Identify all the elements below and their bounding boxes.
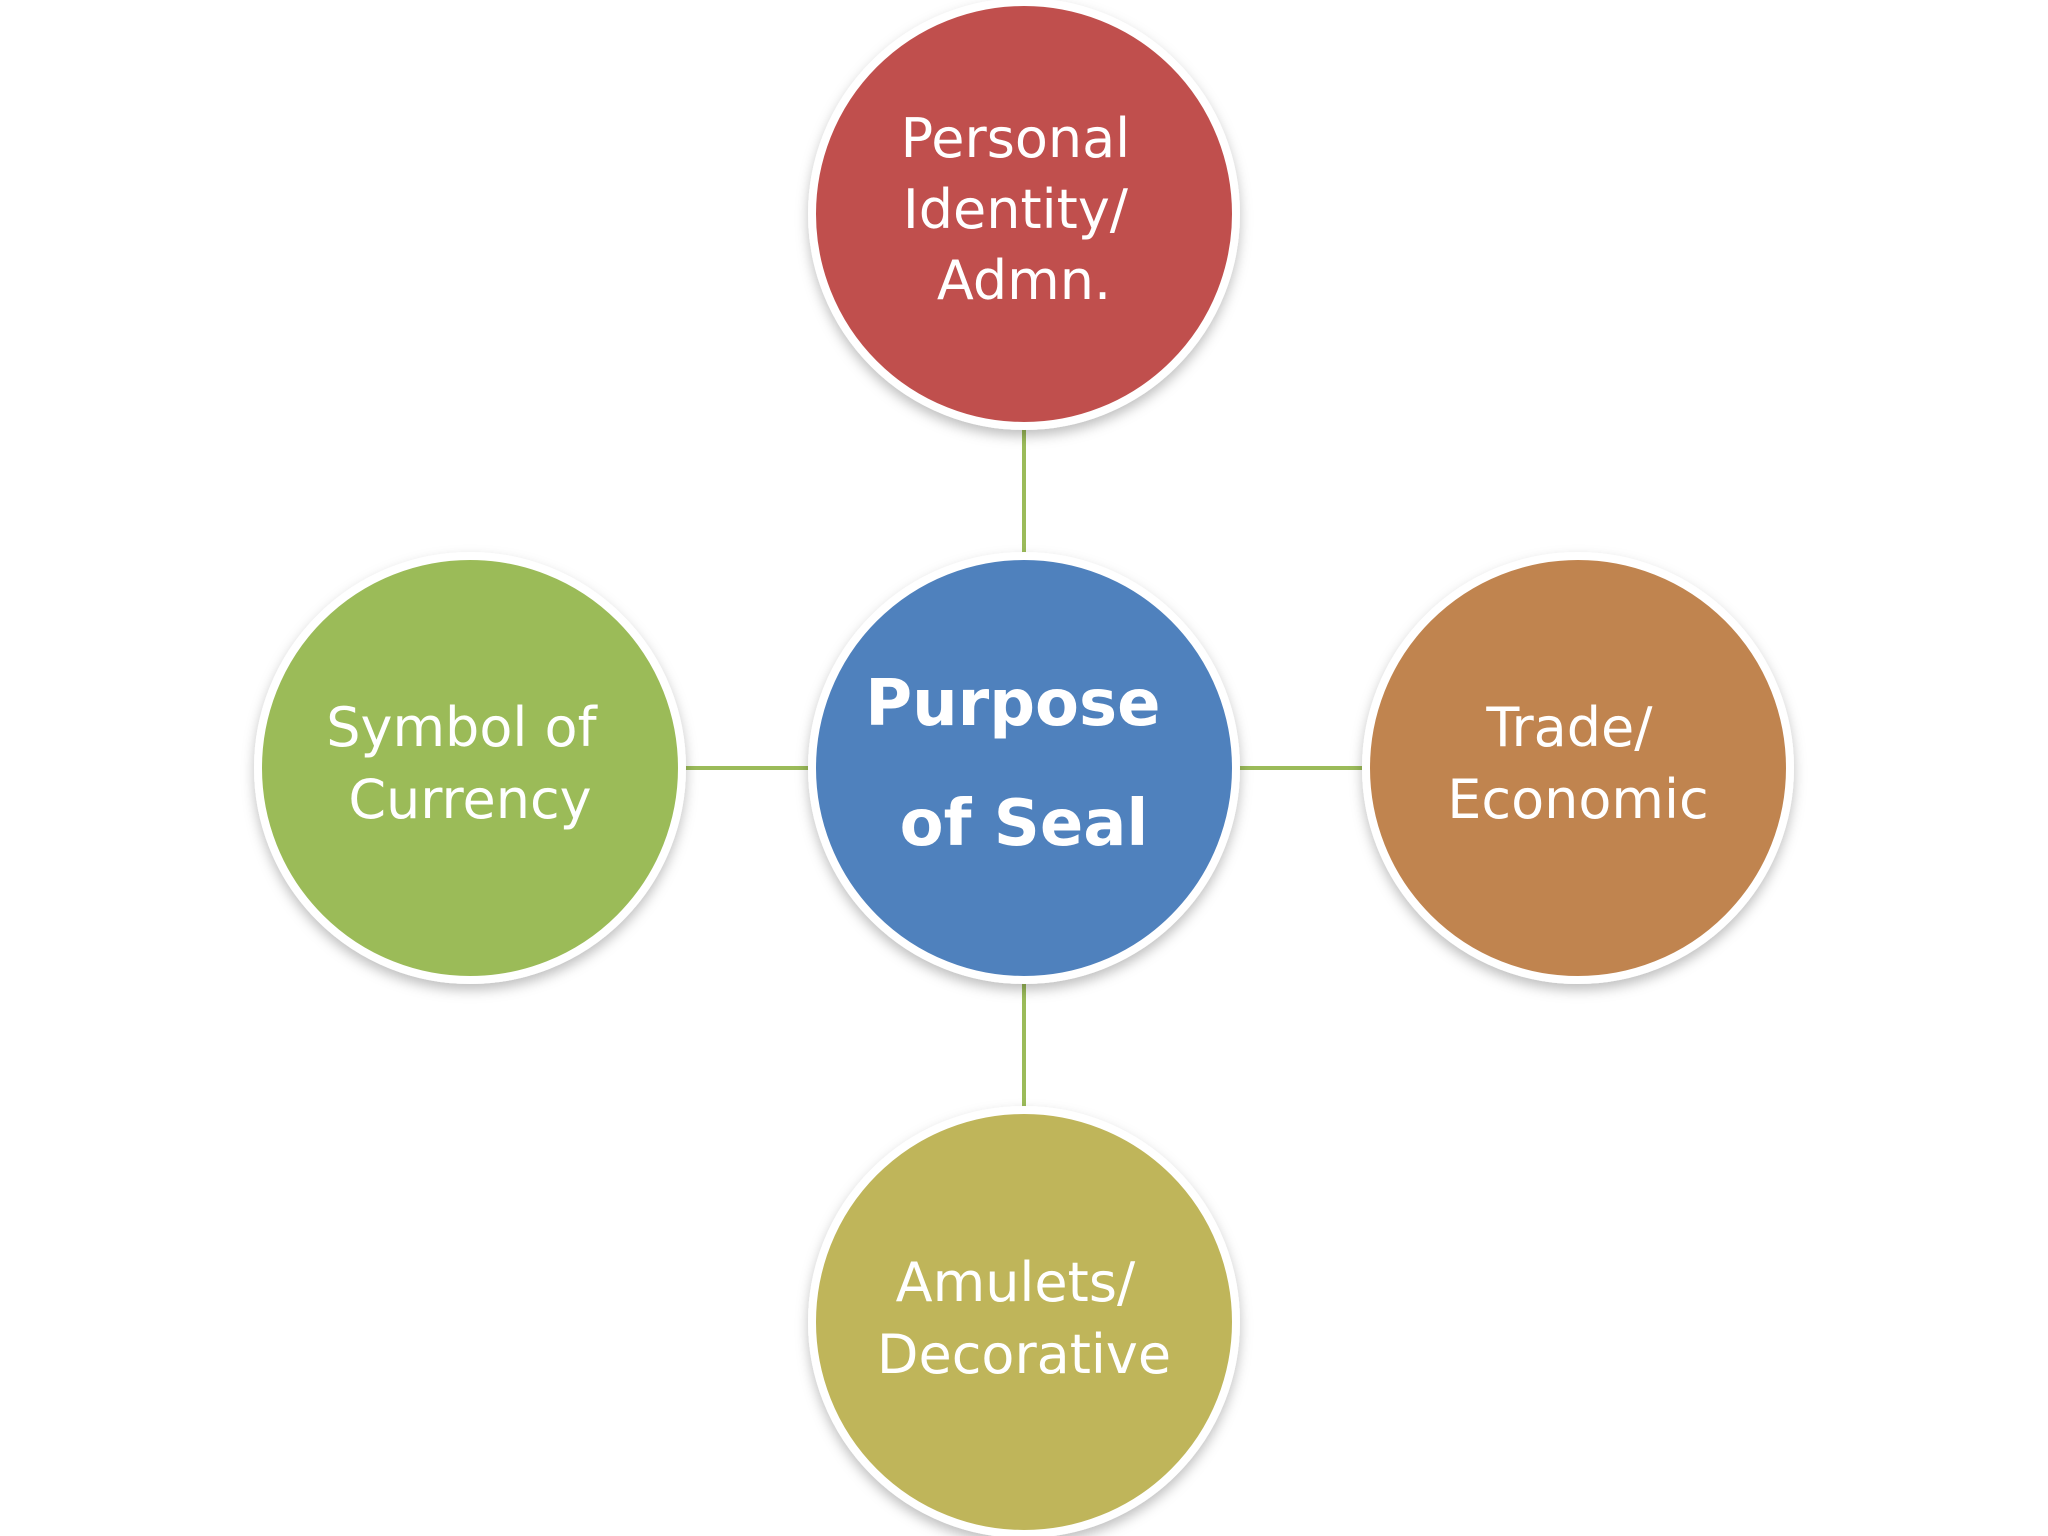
bottom-node-label-line-1: Amulets/ xyxy=(896,1251,1136,1314)
bottom-node-label-line-2: Decorative xyxy=(877,1323,1171,1386)
left-node-label-line-1: Symbol of xyxy=(326,696,598,759)
left-node: Symbol of Currency xyxy=(254,552,686,984)
bottom-node: Amulets/ Decorative xyxy=(808,1106,1240,1536)
left-node-circle xyxy=(254,552,686,984)
center-node-circle xyxy=(808,552,1240,984)
top-node-label-line-2: Identity/ xyxy=(903,178,1129,241)
right-node-circle xyxy=(1362,552,1794,984)
center-node-label: Purpose of Seal xyxy=(865,667,1183,861)
bottom-node-circle xyxy=(808,1106,1240,1536)
right-node: Trade/ Economic xyxy=(1362,552,1794,984)
top-node-label: Personal Identity/ Admn. xyxy=(901,107,1148,312)
center-node-label-line-1: Purpose xyxy=(865,667,1160,741)
connectors xyxy=(682,427,1362,1110)
right-node-label-line-2: Economic xyxy=(1447,768,1708,831)
right-node-label-line-1: Trade/ xyxy=(1485,696,1653,759)
bottom-node-label: Amulets/ Decorative xyxy=(877,1251,1171,1386)
top-node-label-line-3: Admn. xyxy=(937,249,1111,312)
center-node-label-line-2: of Seal xyxy=(900,787,1149,861)
top-node-label-line-1: Personal xyxy=(901,107,1131,170)
top-node: Personal Identity/ Admn. xyxy=(808,0,1240,430)
left-node-label-line-2: Currency xyxy=(348,768,591,831)
left-node-label: Symbol of Currency xyxy=(326,696,614,831)
right-node-label: Trade/ Economic xyxy=(1447,696,1708,831)
top-node-circle xyxy=(808,0,1240,430)
center-node: Purpose of Seal xyxy=(808,552,1240,984)
